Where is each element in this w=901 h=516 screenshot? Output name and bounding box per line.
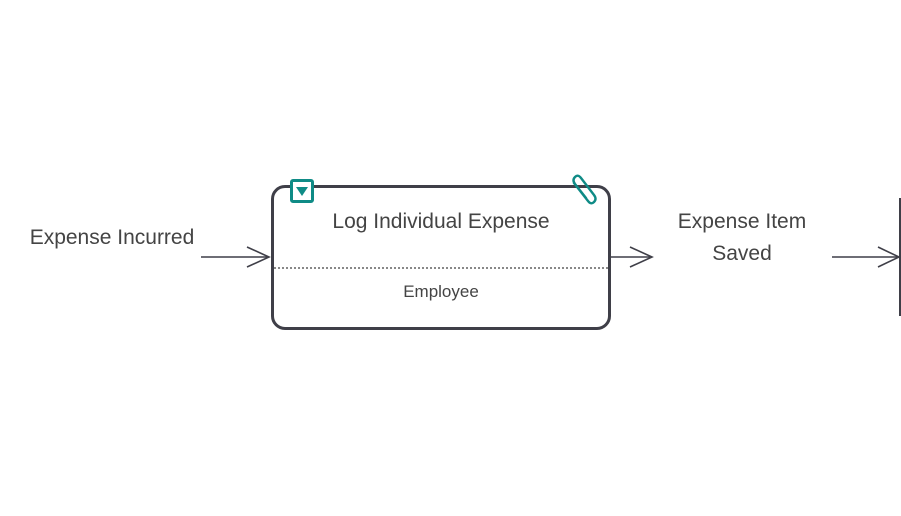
incoming-event-label: Expense Incurred xyxy=(29,226,195,249)
dropdown-triangle-icon xyxy=(296,187,308,196)
dropdown-marker[interactable] xyxy=(290,179,314,203)
arrowhead-open-icon xyxy=(629,246,654,268)
task-title: Log Individual Expense xyxy=(332,210,550,233)
outgoing-event-label: Expense Item Saved xyxy=(677,210,807,265)
connector-outgoing[interactable] xyxy=(609,246,654,268)
paperclip-icon[interactable] xyxy=(568,174,598,208)
task-divider xyxy=(274,267,608,269)
task-node[interactable]: Log Individual Expense Employee xyxy=(271,174,611,330)
connector-incoming[interactable] xyxy=(201,246,271,268)
task-role: Employee xyxy=(403,282,479,301)
next-node-edge[interactable] xyxy=(899,198,901,316)
arrowhead-open-icon xyxy=(246,246,271,268)
connector-next[interactable] xyxy=(832,246,901,268)
